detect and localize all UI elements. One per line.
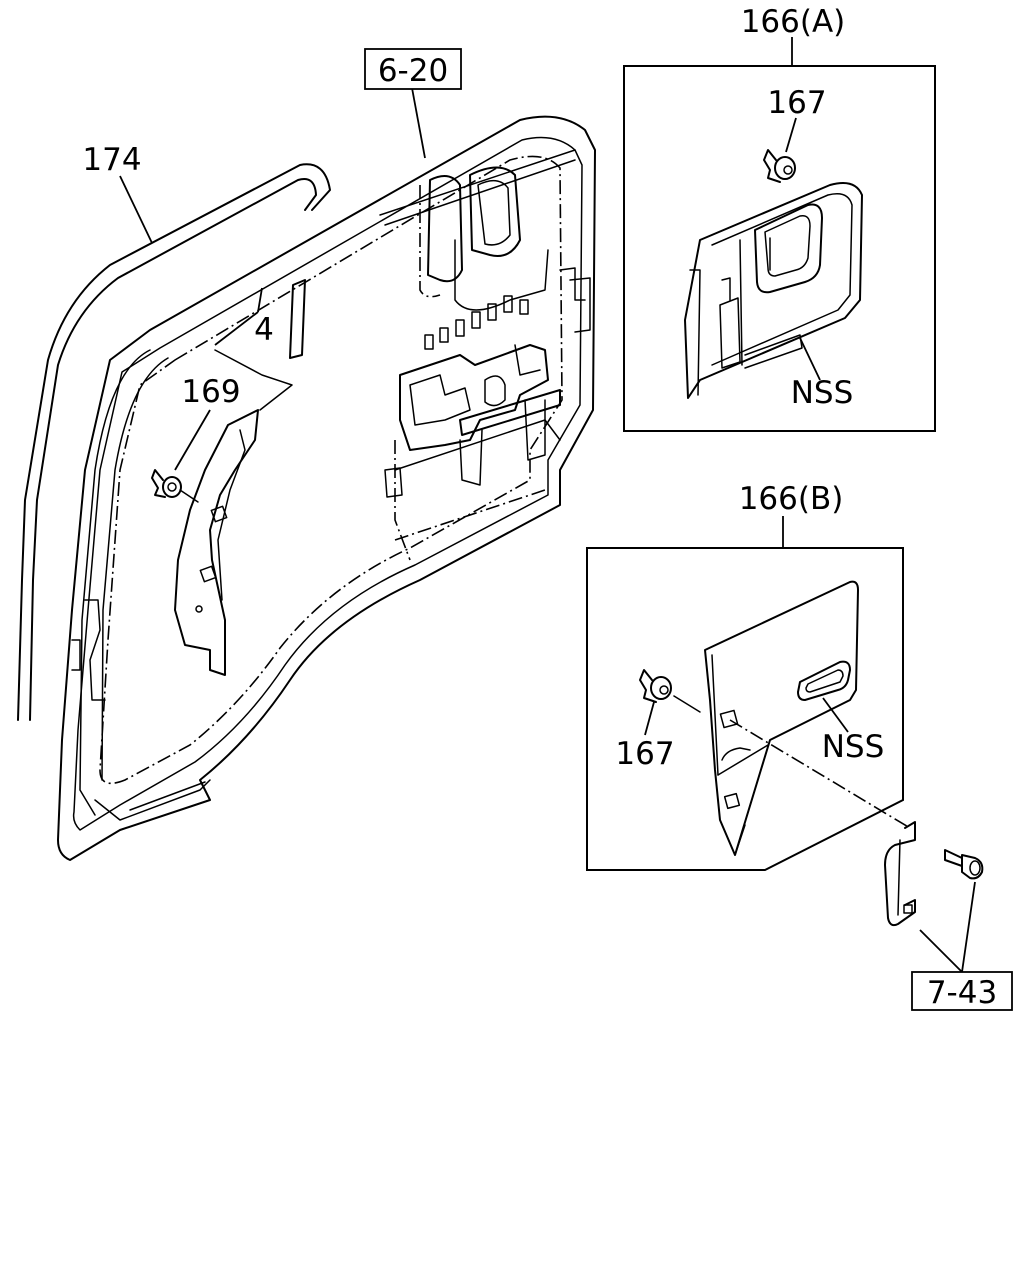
bolt bbox=[944, 849, 984, 880]
label-weatherstrip: 174 bbox=[82, 142, 141, 178]
label-clip-left: 169 bbox=[181, 374, 240, 410]
door-inner-panel bbox=[57, 115, 596, 861]
connection-line bbox=[729, 719, 911, 829]
label-nss-a: NSS bbox=[791, 375, 854, 411]
label-trim-piece: 4 bbox=[254, 312, 274, 348]
panel-slots bbox=[424, 295, 529, 350]
label-clip-a: 167 bbox=[767, 85, 826, 121]
label-clip-b: 167 bbox=[615, 736, 674, 772]
label-panel-b: 166(B) bbox=[739, 481, 844, 517]
clip-fastener-a bbox=[763, 149, 796, 183]
label-nss-b: NSS bbox=[822, 729, 885, 765]
ref-box-handle bbox=[911, 971, 1013, 1011]
detail-box-a bbox=[623, 37, 936, 432]
label-panel-a: 166(A) bbox=[741, 4, 846, 40]
door-trim-panel-b bbox=[704, 580, 859, 856]
ref-box-door bbox=[364, 48, 462, 90]
detail-box-b bbox=[586, 516, 904, 871]
weatherstrip bbox=[17, 163, 331, 721]
door-trim-panel-a bbox=[684, 182, 863, 399]
handle-bracket bbox=[884, 821, 916, 927]
clip-fastener-left bbox=[151, 469, 199, 503]
clip-fastener-b bbox=[639, 669, 701, 713]
label-ref-door: 6-20 bbox=[378, 53, 448, 89]
label-ref-handle: 7-43 bbox=[927, 975, 997, 1011]
trim-piece bbox=[174, 349, 293, 676]
